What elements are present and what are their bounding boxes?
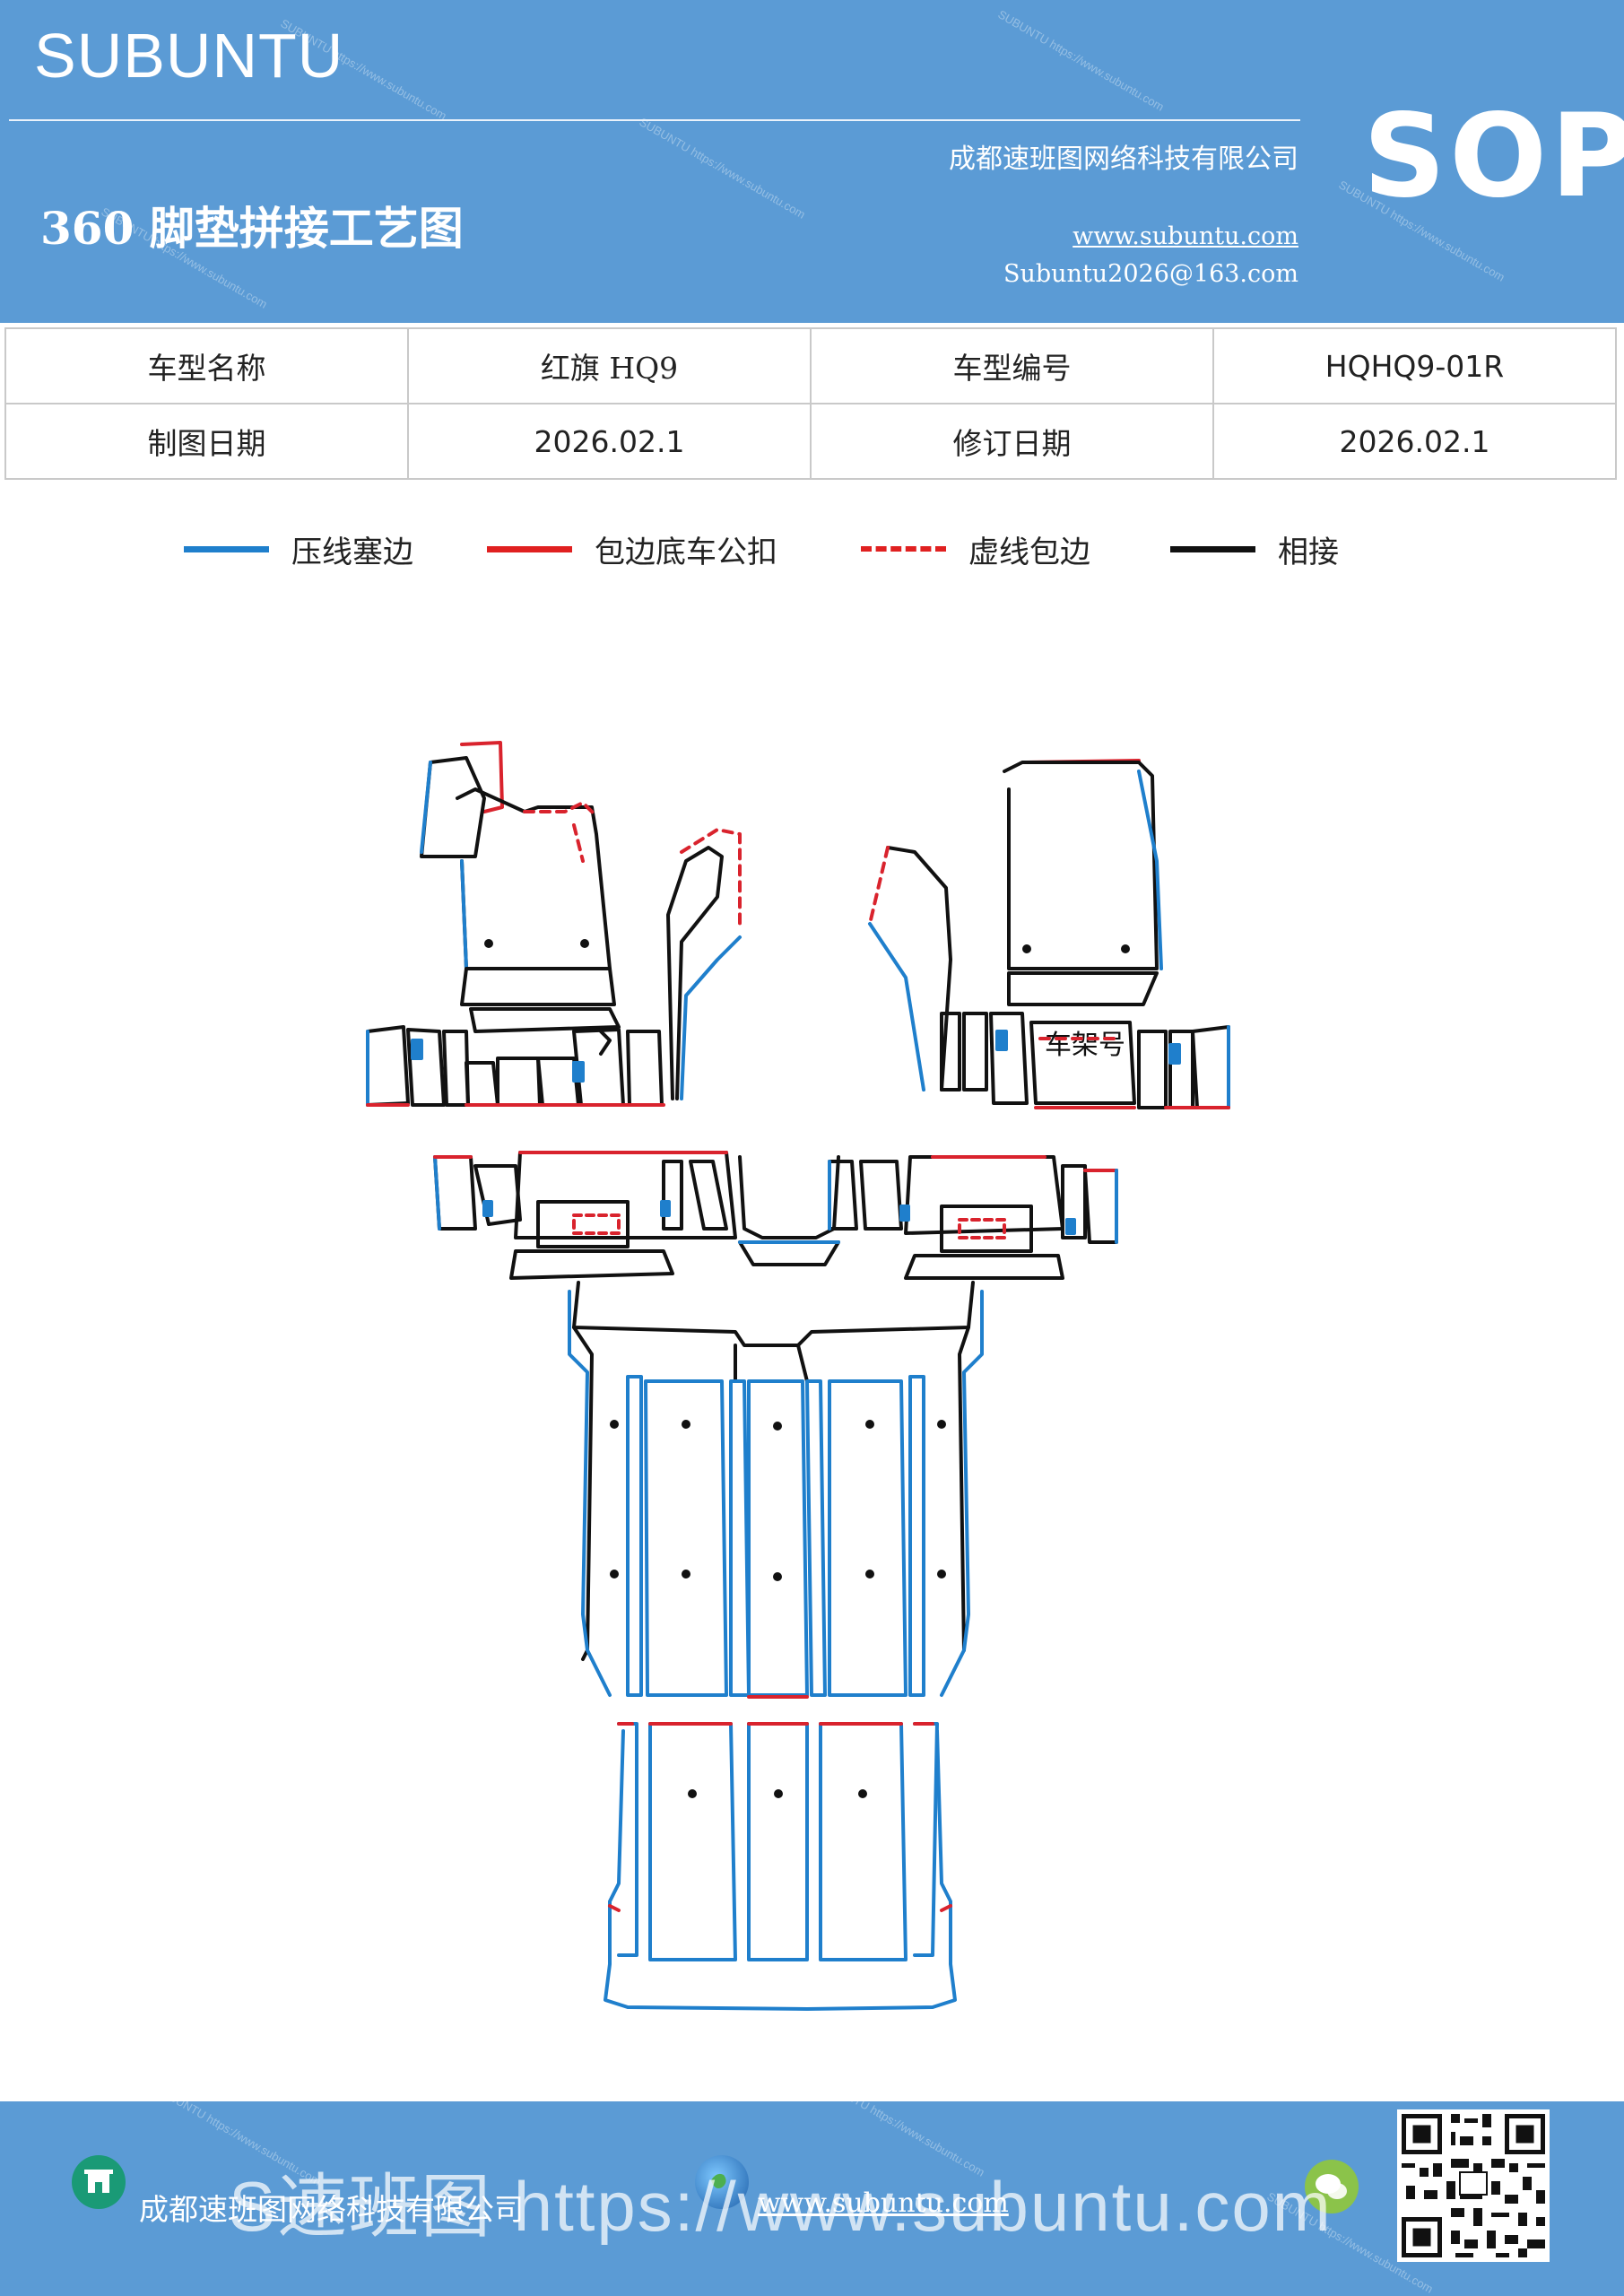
- website-link[interactable]: www.subuntu.com: [1073, 222, 1298, 250]
- company-name: 成都速班图网络科技有限公司: [949, 144, 1298, 175]
- header-banner: SUBUNTU https://www.subuntu.com SUBUNTU …: [0, 0, 1624, 323]
- footer-watermark-overlay: S速班图 https://www.subuntu.com: [229, 2167, 1333, 2246]
- footer-banner: SUBUNTU https://www.subuntu.com SUBUNTU …: [0, 2073, 1624, 2296]
- floor-mat-diagram: 车架号: [366, 741, 1230, 2011]
- wechat-icon[interactable]: [1305, 2160, 1359, 2213]
- table-row: 制图日期 2026.02.1 修订日期 2026.02.1: [4, 403, 1617, 480]
- frame-number-label: 车架号: [1045, 1030, 1125, 1061]
- legend-swatch: [487, 545, 572, 552]
- qr-code[interactable]: [1397, 2109, 1550, 2262]
- legend-swatch: [861, 546, 946, 552]
- header-divider: [9, 119, 1300, 121]
- legend-swatch: [1170, 545, 1255, 552]
- revision-date-value: 2026.02.1: [1212, 403, 1617, 480]
- watermark: SUBUNTU https://www.subuntu.com: [637, 115, 808, 222]
- legend-swatch: [184, 545, 269, 552]
- model-name-label: 车型名称: [4, 327, 409, 404]
- building-icon: [72, 2155, 126, 2209]
- legend-item-red: 包边底车公扣: [487, 522, 777, 576]
- draw-date-label: 制图日期: [4, 403, 409, 480]
- revision-date-label: 修订日期: [810, 403, 1214, 480]
- legend-label: 相接: [1278, 534, 1339, 570]
- draw-date-value: 2026.02.1: [407, 403, 812, 480]
- footer-company-name: 成都速班图网络科技有限公司: [139, 2192, 524, 2227]
- legend-item-red-dashed: 虚线包边: [861, 522, 1090, 576]
- globe-icon: [695, 2155, 749, 2209]
- watermark: SUBUNTU https://www.subuntu.com: [995, 7, 1167, 114]
- model-code-label: 车型编号: [810, 327, 1214, 404]
- footer-website-link[interactable]: www.subuntu.com: [758, 2187, 1009, 2219]
- sop-badge: SOP: [1363, 90, 1624, 223]
- email-address: Subuntu2026@163.com: [1003, 260, 1298, 288]
- legend-item-black: 相接: [1170, 522, 1339, 576]
- legend-label: 包边底车公扣: [595, 534, 777, 570]
- brand-name: SUBUNTU: [34, 21, 344, 91]
- model-code-value: HQHQ9-01R: [1212, 327, 1617, 404]
- legend-label: 压线塞边: [291, 534, 413, 570]
- model-name-value: 红旗 HQ9: [407, 327, 812, 404]
- legend-label: 虚线包边: [968, 534, 1090, 570]
- table-row: 车型名称 红旗 HQ9 车型编号 HQHQ9-01R: [4, 327, 1617, 404]
- page-title: 360 脚垫拼接工艺图: [40, 202, 464, 255]
- vehicle-info-table: 车型名称 红旗 HQ9 车型编号 HQHQ9-01R 制图日期 2026.02.…: [4, 327, 1617, 480]
- legend-item-blue: 压线塞边: [184, 522, 413, 576]
